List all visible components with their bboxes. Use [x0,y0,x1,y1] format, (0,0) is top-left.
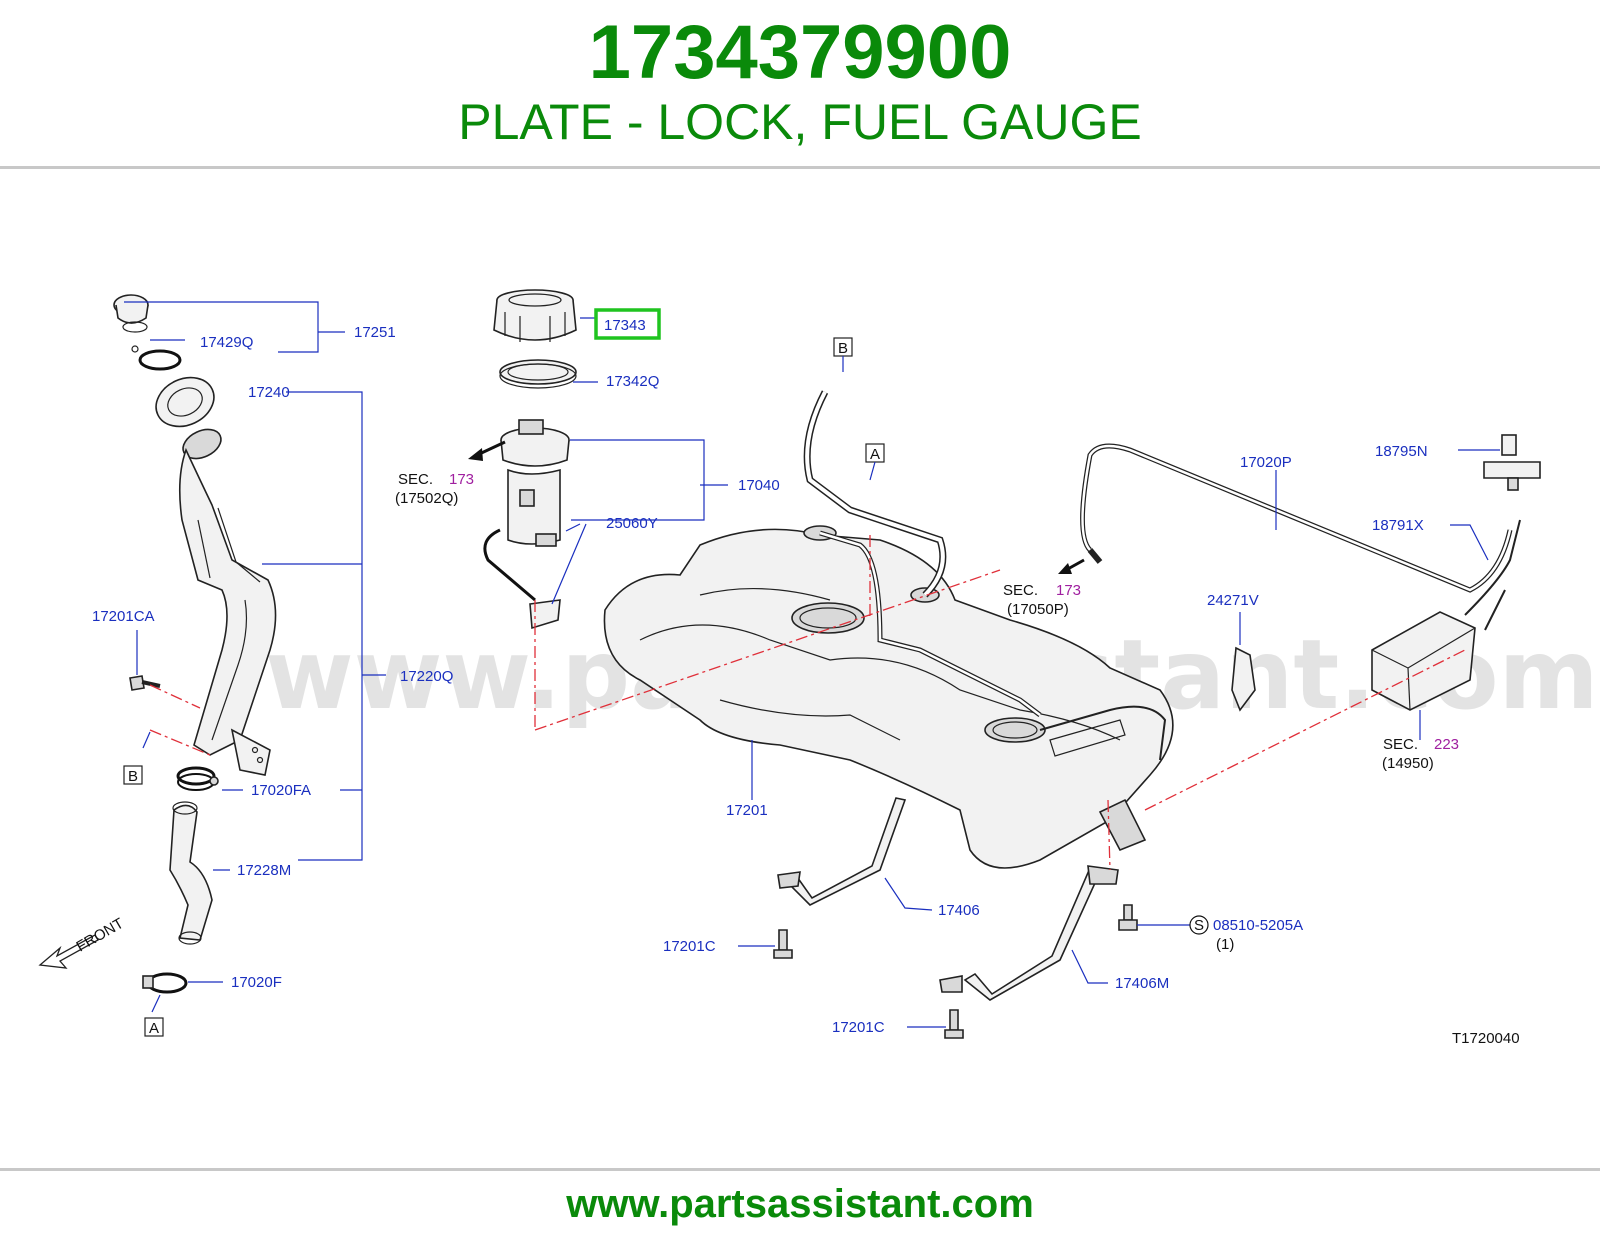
fuel-cap-drawing [113,294,149,333]
sec-173-mid: SEC. 173 (17050P) [1003,558,1085,618]
callout-17020P: 17020P [1240,454,1292,471]
callout-17343: 17343 [604,317,646,334]
sec-part: (14950) [1382,755,1434,772]
marker-box-a-left: A [144,1017,164,1037]
fuel-pump-module-drawing [483,419,570,630]
part-name-subtitle: PLATE - LOCK, FUEL GAUGE [458,94,1142,150]
sec-label: SEC. [1383,736,1418,753]
diagram-code: T1720040 [1452,1030,1520,1047]
seal-17342Q-drawing [499,359,577,389]
callout-17251: 17251 [354,324,396,341]
gasket-ring-drawing [131,345,182,371]
callout-17240: 17240 [248,384,290,401]
callout-17343-highlighted: 17343 [594,308,661,340]
page-header: 1734379900 PLATE - LOCK, FUEL GAUGE [0,0,1600,168]
callout-17342Q: 17342Q [606,373,659,390]
svg-text:B: B [838,340,848,357]
fuel-tank-drawing [603,525,1174,869]
callout-08510-group: S 08510-5205A (1) [1137,915,1303,953]
filler-tube-drawing [178,428,277,776]
callout-17201C-b: 17201C [832,1019,885,1036]
callout-17406M: 17406M [1115,975,1169,992]
callout-24271V: 24271V [1207,592,1259,609]
s-marker: S [1194,917,1204,934]
footer-divider [0,1168,1600,1171]
lock-ring-17343-drawing [493,289,577,342]
marker-box-b-left: B [123,765,143,785]
parts-diagram: www.partsassistant.com [38,289,1599,1047]
callout-17201: 17201 [726,802,768,819]
marker-box-b-top: B [833,337,853,372]
part-number-title: 1734379900 [588,10,1012,95]
front-arrow-icon: FRONT [38,915,127,969]
callout-17020FA: 17020FA [251,782,311,799]
bolt-08510-drawing [1118,904,1138,931]
callout-17228M: 17228M [237,862,291,879]
callout-17220Q: 17220Q [400,668,453,685]
clamp-17020FA-drawing [176,766,219,791]
sec-223-right: SEC. 223 (14950) [1382,736,1459,772]
callout-17201C-a: 17201C [663,938,716,955]
sec-label: SEC. [1003,582,1038,599]
svg-text:A: A [149,1020,159,1037]
callout-17201CA: 17201CA [92,608,155,625]
filler-cup-drawing [155,376,215,428]
vent-valve-18795N-drawing [1483,434,1541,491]
callout-17040: 17040 [738,477,780,494]
callout-25060Y: 25060Y [606,515,658,532]
marker-box-a-top: A [865,443,885,481]
callout-08510-5205A: 08510-5205A [1213,917,1303,934]
callout-17406: 17406 [938,902,980,919]
callout-17429Q: 17429Q [200,334,253,351]
svg-text:A: A [870,446,880,463]
strap-17406M-drawing [939,865,1119,1001]
front-label: FRONT [74,915,127,956]
header-divider [0,166,1600,169]
bolt-17201C-b-drawing [944,1009,964,1039]
callout-18791X: 18791X [1372,517,1424,534]
bolt-17201CA-drawing [129,675,161,691]
sec-173-left: SEC. 173 (17502Q) [395,440,506,507]
clamp-17020F-drawing [142,972,188,994]
hose-17228M-drawing [169,801,213,945]
canister-drawing [1371,611,1476,711]
callout-17020F: 17020F [231,974,282,991]
strap-17406-drawing [777,797,907,906]
footer-url-link[interactable]: www.partsassistant.com [566,1182,1034,1226]
bracket-24271V-drawing [1231,646,1256,712]
sec-part: (17502Q) [395,490,458,507]
sec-number: 173 [1056,582,1081,599]
alignment-centerlines [149,535,1466,871]
sec-part: (17050P) [1007,601,1069,618]
callout-18795N: 18795N [1375,443,1428,460]
sec-number: 173 [449,471,474,488]
sec-label: SEC. [398,471,433,488]
bolt-17201C-a-drawing [773,929,793,959]
svg-text:B: B [128,768,138,785]
sec-number: 223 [1434,736,1459,753]
callout-08510-qty: (1) [1216,936,1234,953]
